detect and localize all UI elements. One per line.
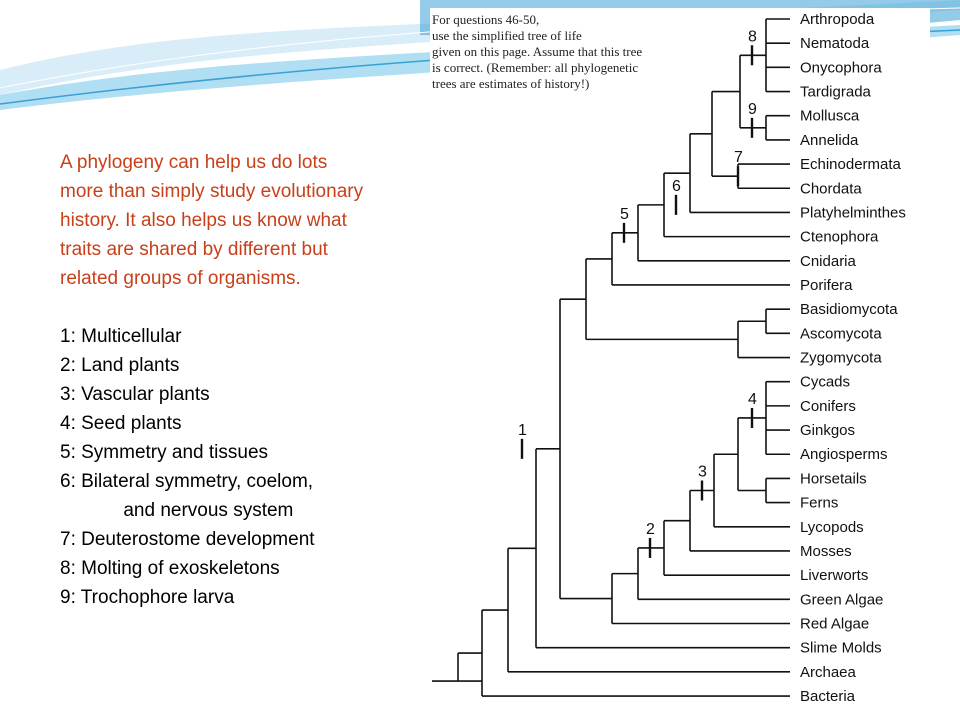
trait-node-number: 2 xyxy=(646,521,655,538)
taxon-label: Platyhelminthes xyxy=(800,204,906,221)
phylogenetic-tree-panel: For questions 46-50, use the simplified … xyxy=(430,8,930,712)
trait-item: 8: Molting of exoskeletons xyxy=(60,558,280,579)
taxon-label: Cnidaria xyxy=(800,253,857,270)
taxon-label: Arthropoda xyxy=(800,11,875,28)
trait-item: 9: Trochophore larva xyxy=(60,587,235,608)
taxon-label: Green Algae xyxy=(800,591,883,608)
taxon-label: Tardigrada xyxy=(800,84,872,101)
trait-node-number: 9 xyxy=(748,101,757,118)
tree-taxa-labels: ArthropodaNematodaOnycophoraTardigradaMo… xyxy=(800,11,906,705)
trait-node-number: 3 xyxy=(698,464,707,481)
tree-caption-line: is correct. (Remember: all phylogenetic xyxy=(432,60,638,75)
trait-node-number: 5 xyxy=(620,206,629,223)
tree-caption-line: use the simplified tree of life xyxy=(432,28,582,43)
trait-item: 6: Bilateral symmetry, coelom, xyxy=(60,471,314,492)
taxon-label: Chordata xyxy=(800,180,862,197)
taxon-label: Ctenophora xyxy=(800,229,879,246)
trait-item: 1: Multicellular xyxy=(60,326,182,347)
taxon-label: Cycads xyxy=(800,374,850,391)
taxon-label: Archaea xyxy=(800,664,857,681)
trait-node-number: 1 xyxy=(518,422,527,439)
trait-node-number: 6 xyxy=(672,178,681,195)
taxon-label: Annelida xyxy=(800,132,859,149)
taxon-label: Slime Molds xyxy=(800,640,882,657)
tree-caption-line: given on this page. Assume that this tre… xyxy=(432,44,642,59)
tree-trait-ticks xyxy=(520,45,754,558)
explanation-text: A phylogeny can help us do lots more tha… xyxy=(60,148,440,612)
trait-item: 5: Symmetry and tissues xyxy=(60,442,269,463)
taxon-label: Ascomycota xyxy=(800,325,882,342)
taxon-label: Ginkgos xyxy=(800,422,855,439)
trait-node-number: 7 xyxy=(734,149,743,166)
taxon-label: Mosses xyxy=(800,543,852,560)
taxon-label: Bacteria xyxy=(800,688,856,705)
trait-node-number: 4 xyxy=(748,391,757,408)
tree-node-labels: 1 2 3 4 5 6 7 8 9 xyxy=(518,28,757,538)
taxon-label: Porifera xyxy=(800,277,853,294)
trait-item: 2: Land plants xyxy=(60,355,180,376)
taxon-label: Mollusca xyxy=(800,108,860,125)
trait-node-number: 8 xyxy=(748,28,757,45)
trait-list: 1: Multicellular 2: Land plants 3: Vascu… xyxy=(60,322,440,612)
trait-item: 3: Vascular plants xyxy=(60,384,210,405)
tree-caption-line: For questions 46-50, xyxy=(432,12,539,27)
taxon-label: Horsetails xyxy=(800,470,867,487)
trait-item: 7: Deuterostome development xyxy=(60,529,315,550)
taxon-label: Onycophora xyxy=(800,59,882,76)
phylogenetic-tree: For questions 46-50, use the simplified … xyxy=(432,11,906,705)
taxon-label: Ferns xyxy=(800,495,838,512)
intro-paragraph: A phylogeny can help us do lots more tha… xyxy=(60,152,364,289)
taxon-label: Basidiomycota xyxy=(800,301,898,318)
taxon-label: Echinodermata xyxy=(800,156,902,173)
taxon-label: Zygomycota xyxy=(800,350,882,367)
taxon-label: Lycopods xyxy=(800,519,864,536)
taxon-label: Angiosperms xyxy=(800,446,888,463)
trait-item: and nervous system xyxy=(60,500,294,521)
taxon-label: Liverworts xyxy=(800,567,868,584)
taxon-label: Red Algae xyxy=(800,616,869,633)
taxon-label: Conifers xyxy=(800,398,856,415)
tree-branches xyxy=(432,18,790,697)
tree-caption-line: trees are estimates of history!) xyxy=(432,76,589,91)
trait-item: 4: Seed plants xyxy=(60,413,182,434)
taxon-label: Nematoda xyxy=(800,35,870,52)
